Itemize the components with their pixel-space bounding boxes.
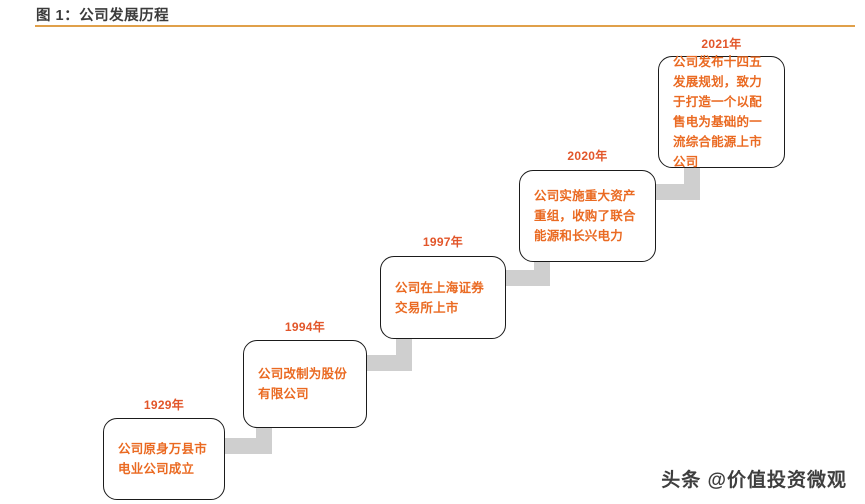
timeline-event-text: 公司原身万县市电业公司成立 bbox=[118, 442, 207, 476]
timeline-event-box[interactable]: 公司原身万县市电业公司成立 bbox=[103, 418, 225, 500]
timeline-event-text: 公司实施重大资产重组，收购了联合能源和长兴电力 bbox=[534, 189, 636, 243]
timeline-event-text: 公司在上海证券交易所上市 bbox=[395, 280, 484, 315]
timeline-year-label: 1994年 bbox=[284, 320, 326, 334]
page-title: 图 1：公司发展历程 bbox=[36, 8, 170, 24]
timeline-event-text: 公司发布十四五发展规划，致力于打造一个以配售电为基础的一流综合能源上市公司 bbox=[673, 55, 762, 169]
timeline-event-box[interactable]: 公司改制为股份有限公司 bbox=[243, 340, 367, 428]
timeline-year-label: 2021年 bbox=[701, 37, 742, 51]
timeline-year-label: 1929年 bbox=[143, 398, 185, 412]
timeline-year-label: 1997年 bbox=[422, 235, 464, 249]
watermark: 头条 @价值投资微观 bbox=[661, 470, 847, 491]
timeline-event-box[interactable]: 公司在上海证券交易所上市 bbox=[380, 256, 506, 339]
timeline-year-label: 2020年 bbox=[567, 149, 608, 163]
header-divider bbox=[35, 25, 855, 27]
timeline-event-box[interactable]: 公司实施重大资产重组，收购了联合能源和长兴电力 bbox=[519, 170, 656, 262]
timeline-diagram: 1929年 公司原身万县市电业公司成立 1994年 公司改制为股份有限公司 19… bbox=[0, 30, 865, 504]
figure-header: 图 1：公司发展历程 bbox=[0, 0, 865, 30]
timeline-event-text: 公司改制为股份有限公司 bbox=[258, 367, 347, 401]
timeline-event-box[interactable]: 公司发布十四五发展规划，致力于打造一个以配售电为基础的一流综合能源上市公司 bbox=[658, 55, 785, 169]
